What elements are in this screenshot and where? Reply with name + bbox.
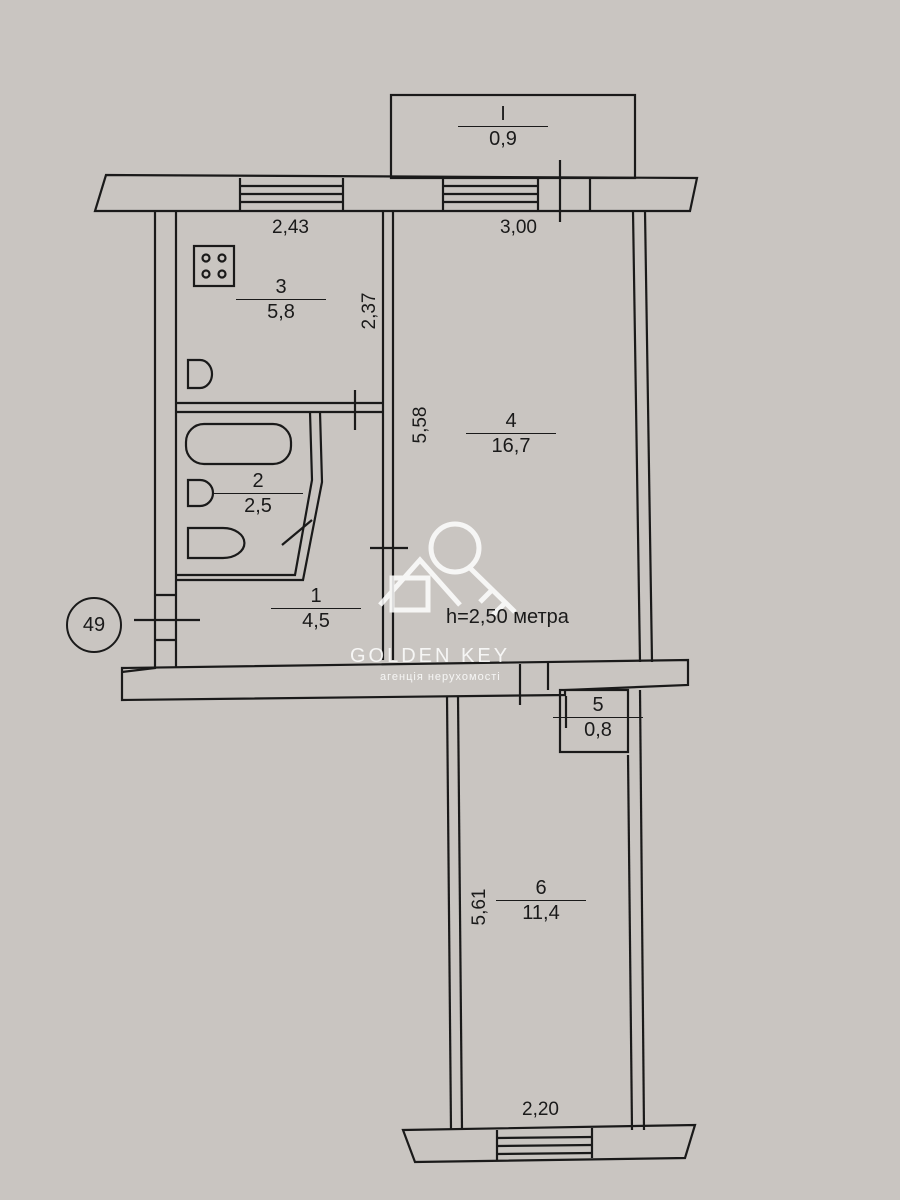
building-number-marker: 49 bbox=[66, 597, 122, 653]
bathroom-sink-icon bbox=[186, 478, 215, 508]
ceiling-height-label: h=2,50 метра bbox=[446, 606, 569, 628]
watermark-logo bbox=[378, 521, 517, 617]
room-1-label: 1 4,5 bbox=[271, 585, 361, 632]
room-I-area: 0,9 bbox=[458, 126, 548, 150]
dimension-room6-width: 2,20 bbox=[522, 1099, 559, 1120]
toilet-icon bbox=[186, 526, 246, 560]
room-2-number: 2 bbox=[252, 470, 264, 492]
room-5-label: 5 0,8 bbox=[553, 694, 643, 741]
kitchen-sink-icon bbox=[186, 358, 214, 390]
room-3-area: 5,8 bbox=[236, 299, 326, 323]
room-6-number: 6 bbox=[535, 877, 547, 899]
room-2-label: 2 2,5 bbox=[213, 470, 303, 517]
watermark-name: GOLDEN KEY bbox=[350, 645, 511, 667]
top-window-right bbox=[441, 178, 592, 210]
room4-right-wall-inner bbox=[631, 210, 642, 663]
room-5-number: 5 bbox=[592, 694, 604, 716]
room-4-label: 4 16,7 bbox=[466, 410, 556, 457]
bathtub-icon bbox=[184, 422, 293, 466]
room-3-number: 3 bbox=[275, 276, 287, 298]
left-outer-wall-outer bbox=[121, 211, 157, 674]
room6-left-wall-inner bbox=[456, 695, 464, 1131]
dimension-room4-depth: 5,58 bbox=[410, 406, 431, 444]
stove-icon bbox=[192, 244, 236, 288]
room-1-area: 4,5 bbox=[271, 608, 361, 632]
dimension-room6-depth: 5,61 bbox=[469, 888, 490, 926]
bottom-window bbox=[495, 1128, 594, 1160]
room-3-label: 3 5,8 bbox=[236, 276, 326, 323]
room4-right-wall-outer bbox=[643, 210, 654, 663]
bottom-outer-wall bbox=[401, 1123, 697, 1164]
closet-5-outline bbox=[558, 688, 630, 754]
top-window-left bbox=[238, 178, 345, 210]
room-6-label: 6 11,4 bbox=[496, 877, 586, 924]
room-6-area: 11,4 bbox=[496, 900, 586, 924]
bathroom-door-mark bbox=[281, 519, 313, 546]
room-4-area: 16,7 bbox=[466, 433, 556, 457]
room6-right-wall-inner bbox=[626, 754, 634, 1131]
dimension-room4-width: 3,00 bbox=[500, 217, 537, 238]
room-I-number: I bbox=[500, 103, 506, 125]
room-2-area: 2,5 bbox=[213, 493, 303, 517]
room-I-label: I 0,9 bbox=[458, 103, 548, 150]
room-5-area: 0,8 bbox=[553, 717, 643, 741]
bathroom-wall-inner bbox=[176, 411, 324, 582]
building-number: 49 bbox=[82, 613, 106, 636]
room-1-number: 1 bbox=[310, 585, 322, 607]
top-outer-wall bbox=[93, 173, 699, 213]
room-4-number: 4 bbox=[505, 410, 517, 432]
dimension-kitchen-width: 2,43 bbox=[272, 217, 309, 238]
watermark-subtitle: агенція нерухомості bbox=[380, 671, 501, 683]
dimension-kitchen-depth: 2,37 bbox=[359, 292, 380, 330]
room6-left-wall-outer bbox=[445, 695, 453, 1131]
room6-right-wall-outer bbox=[638, 689, 646, 1131]
